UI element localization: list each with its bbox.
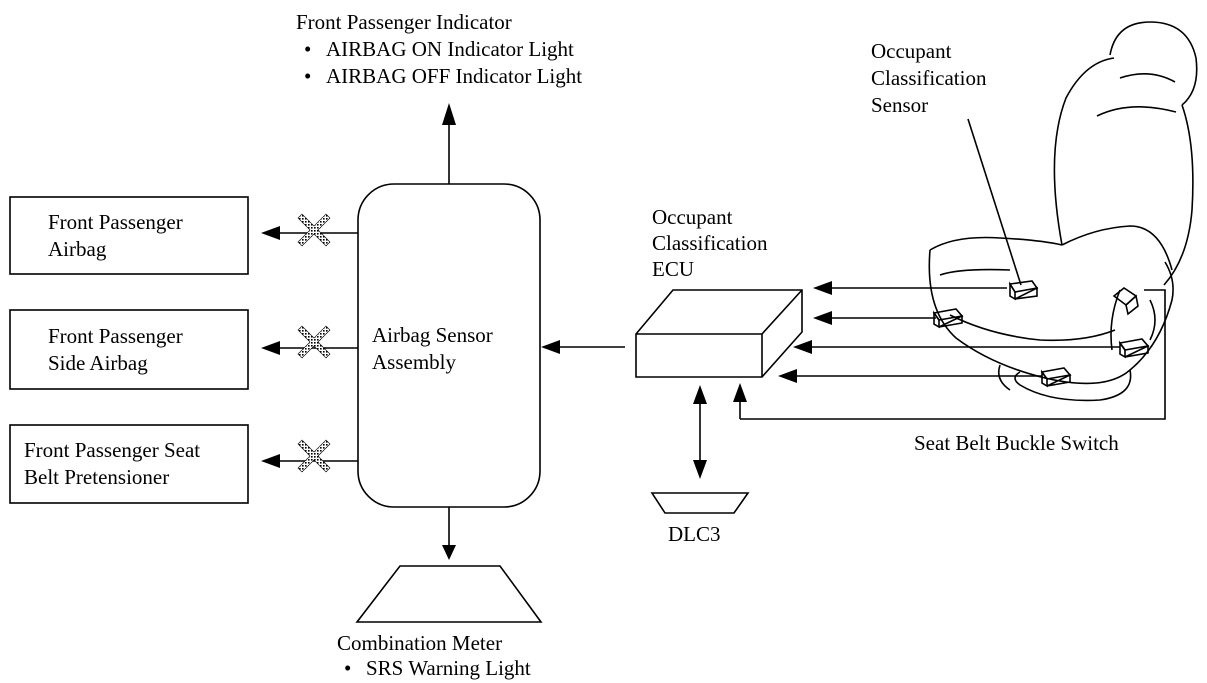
sensor-pads — [932, 280, 1150, 388]
pretensioner-box — [9, 424, 249, 504]
ecu-label-2: Classification — [652, 231, 768, 255]
side-airbag-box — [9, 309, 249, 390]
dlc3-shape — [650, 492, 750, 514]
ecu-box — [635, 289, 803, 378]
indicator-on-item: AIRBAG ON Indicator Light — [304, 37, 574, 61]
sensor-label-2: Classification — [871, 66, 987, 90]
ecu-label-3: ECU — [652, 257, 694, 281]
seat-illustration — [928, 21, 1198, 402]
side-airbag-label-2: Side Airbag — [48, 351, 148, 375]
dlc3-label: DLC3 — [668, 522, 721, 546]
pretensioner-label-1: Front Passenger Seat — [24, 438, 201, 462]
srs-warning-item: SRS Warning Light — [344, 656, 531, 680]
front-airbag-label-1: Front Passenger — [48, 210, 183, 234]
disabled-x-icon — [297, 439, 331, 473]
ecu-label-1: Occupant — [652, 205, 733, 229]
combination-meter-title: Combination Meter — [337, 631, 503, 655]
front-airbag-label-2: Airbag — [48, 237, 107, 261]
front-airbag-box — [9, 196, 249, 275]
airbag-sensor-label-1: Airbag Sensor — [372, 323, 493, 347]
combination-meter-shape — [355, 565, 543, 623]
side-airbag-label-1: Front Passenger — [48, 324, 183, 348]
disabled-x-icon — [297, 213, 331, 247]
pretensioner-label-2: Belt Pretensioner — [24, 465, 170, 489]
disabled-x-icon — [297, 325, 331, 359]
indicator-off-item: AIRBAG OFF Indicator Light — [304, 64, 582, 88]
front-indicator-title: Front Passenger Indicator — [296, 10, 512, 34]
airbag-sensor-label-2: Assembly — [372, 350, 456, 374]
sensor-label-3: Sensor — [871, 93, 929, 117]
seat-belt-switch-label: Seat Belt Buckle Switch — [914, 431, 1119, 455]
sensor-label-1: Occupant — [871, 39, 952, 63]
